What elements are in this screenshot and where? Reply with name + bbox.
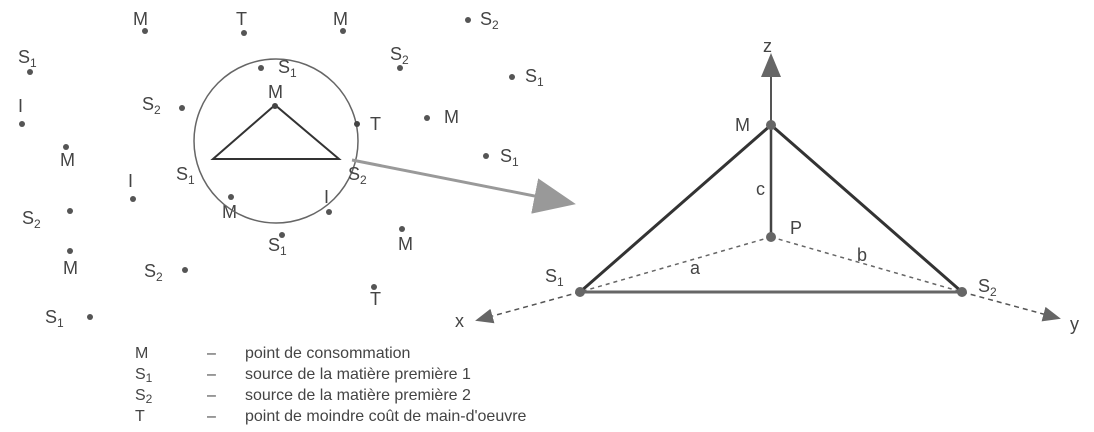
scatter-dot <box>67 208 73 214</box>
cluster-m-dot <box>272 103 278 109</box>
scatter-dot <box>509 74 515 80</box>
legend-symbol: T <box>135 408 145 425</box>
scatter-dot <box>340 28 346 34</box>
scatter-dot <box>241 30 247 36</box>
location-triangle-diagram: z x y M P S1 S2 c a b <box>455 36 1079 334</box>
scatter-label: T <box>370 289 381 309</box>
zoom-arrow <box>351 158 576 214</box>
scatter-label: M <box>333 9 348 29</box>
edge-c-label: c <box>756 179 765 199</box>
scatter-label: M <box>63 258 78 278</box>
scatter-label: M <box>444 107 459 127</box>
cluster-t-label: T <box>370 114 381 134</box>
m-node <box>766 120 776 130</box>
scatter-dot <box>399 226 405 232</box>
cluster-triangle <box>210 103 342 160</box>
legend-symbol: M <box>135 345 148 362</box>
scatter-dot <box>465 17 471 23</box>
scatter-label: M <box>60 150 75 170</box>
s1-node <box>575 287 585 297</box>
legend-text: source de la matière première 2 <box>245 387 471 404</box>
edge-b-label: b <box>857 245 867 265</box>
scatter-label: S2 <box>480 9 499 32</box>
scatter-label: S1 <box>268 235 287 258</box>
scatter-label: S2 <box>22 208 41 231</box>
scatter-label: S2 <box>142 94 161 117</box>
scatter-dot <box>182 267 188 273</box>
edge-a-label: a <box>690 258 701 278</box>
scatter-dot <box>483 153 489 159</box>
scatter-label: I <box>128 171 133 191</box>
legend-dash: – <box>207 345 216 362</box>
scatter-label: S1 <box>525 66 544 89</box>
cluster-right-label: S2 <box>348 164 367 187</box>
scatter-dot <box>179 105 185 111</box>
legend-dash: – <box>207 366 216 383</box>
scatter-label: M <box>398 234 413 254</box>
legend-dash: – <box>207 408 216 425</box>
legend-symbol: S2 <box>135 387 153 406</box>
legend-text: point de consommation <box>245 345 410 362</box>
scatter-dot <box>67 248 73 254</box>
edge-p-s2 <box>770 236 963 293</box>
scatter-dot <box>228 194 234 200</box>
scatter-dot <box>258 65 264 71</box>
scatter-label: I <box>18 96 23 116</box>
triangle-p-label: P <box>790 218 802 238</box>
scatter-dot <box>63 144 69 150</box>
scatter-dot <box>424 115 430 121</box>
scatter-label: M <box>133 9 148 29</box>
cluster-left-label: S1 <box>176 164 195 187</box>
circle-cluster: M S1 S2 T <box>176 58 576 224</box>
y-axis-label: y <box>1070 314 1079 334</box>
scatter-label: S1 <box>278 57 297 80</box>
legend-dash: – <box>207 387 216 404</box>
y-axis <box>961 291 1061 322</box>
scatter-label: I <box>324 187 329 207</box>
triangle-s2-label: S2 <box>978 276 997 299</box>
scatter-dot <box>142 28 148 34</box>
p-node <box>766 232 776 242</box>
scatter-label: S1 <box>45 307 64 330</box>
scatter-dot <box>397 65 403 71</box>
triangle-s1-label: S1 <box>545 266 564 289</box>
scatter-label: M <box>222 202 237 222</box>
scatter-dot <box>87 314 93 320</box>
scatter-label: S1 <box>500 146 519 169</box>
edge-p-s1 <box>579 236 772 293</box>
scatter-label: T <box>236 9 247 29</box>
cluster-top-label: M <box>268 82 283 102</box>
legend-text: point de moindre coût de main-d'oeuvre <box>245 408 527 425</box>
scatter-dot <box>19 121 25 127</box>
scatter-dot <box>371 284 377 290</box>
s2-node <box>957 287 967 297</box>
scatter-dot <box>130 196 136 202</box>
legend-text: source de la matière première 1 <box>245 366 471 383</box>
scatter-dot <box>279 232 285 238</box>
x-axis <box>475 291 581 324</box>
x-axis-label: x <box>455 311 464 331</box>
scatter-label: S2 <box>144 261 163 284</box>
scatter-label: S2 <box>390 44 409 67</box>
legend-symbol: S1 <box>135 366 153 385</box>
z-axis-label: z <box>763 36 772 56</box>
cluster-t-dot <box>354 121 360 127</box>
scatter-label: S1 <box>18 47 37 70</box>
triangle-m-label: M <box>735 115 750 135</box>
edge-s1-m <box>579 123 772 294</box>
scatter-dot <box>27 69 33 75</box>
scatter-dot <box>326 209 332 215</box>
cluster-circle <box>193 58 359 224</box>
edge-m-s2 <box>770 123 963 294</box>
